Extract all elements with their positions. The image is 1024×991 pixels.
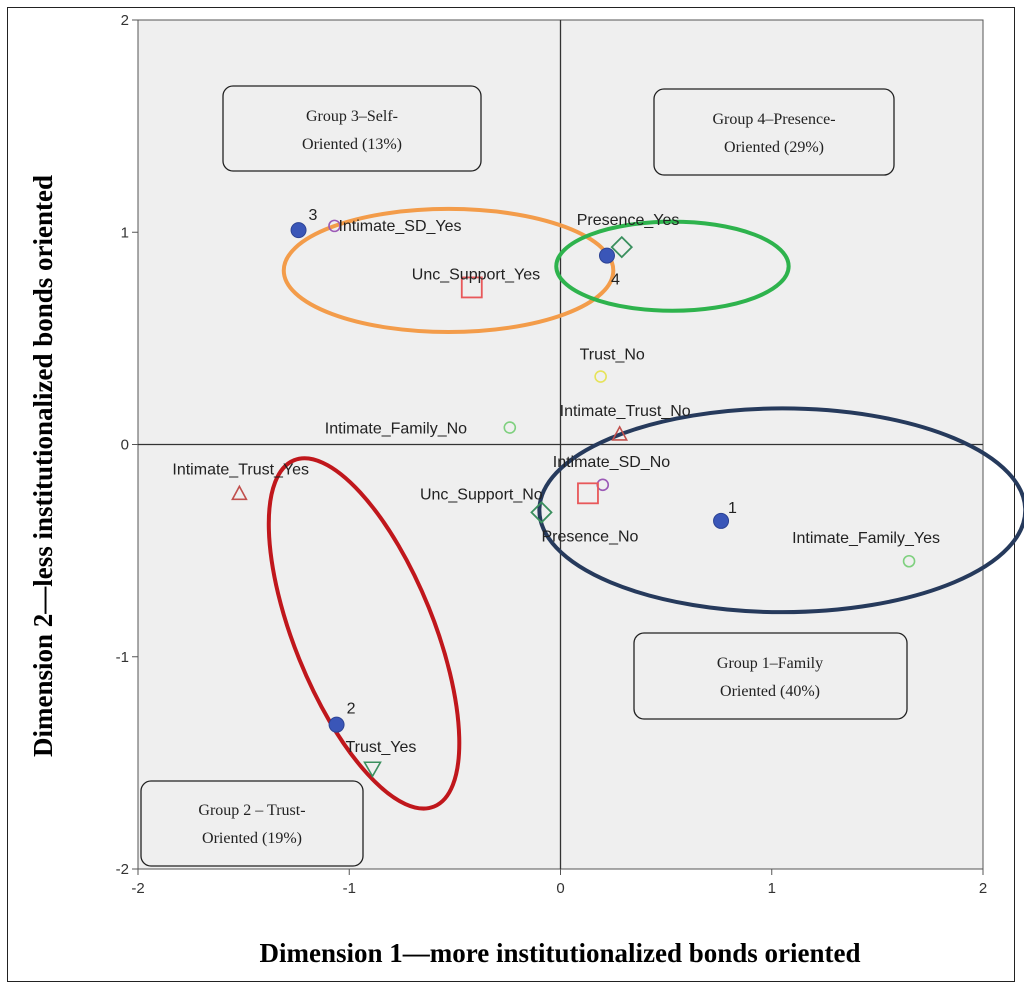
point-marker (594, 370, 607, 383)
y-tick-label: 0 (121, 437, 129, 454)
x-tick-label: -2 (131, 880, 144, 897)
x-tick-label: 0 (556, 880, 564, 897)
y-tick-label: 1 (121, 224, 129, 241)
group-box (222, 85, 482, 172)
point-label: Intimate_SD_Yes (338, 218, 461, 235)
point-marker (503, 421, 517, 434)
point-marker (611, 425, 628, 441)
x-tick-label: 1 (768, 880, 776, 897)
axes: -2 -1 0 1 2 -2 -1 0 1 2 (116, 12, 988, 897)
cluster-centroids: 1 2 3 4 (290, 207, 737, 733)
y-tick-label: 2 (121, 12, 129, 29)
group-box-line: Group 2 – Trust- (198, 802, 305, 819)
y-tick-label: -1 (116, 649, 129, 666)
cluster-centroid (598, 247, 615, 264)
group-box-line: Oriented (13%) (302, 136, 402, 153)
x-tick-label: -1 (343, 880, 356, 897)
cluster-centroid (713, 512, 730, 529)
point-marker (530, 501, 553, 524)
y-tick-label: -2 (116, 861, 129, 878)
group-box-line: Oriented (29%) (724, 139, 824, 156)
point-label: Trust_Yes (345, 739, 416, 756)
cluster-ellipses (266, 206, 1024, 811)
group-box (633, 632, 908, 720)
group-annotations: Group 3–Self- Oriented (13%) Group 4–Prese… (140, 85, 908, 867)
figure-frame (7, 7, 1015, 982)
x-axis-title: Dimension 1—more institutionalized bonds… (259, 938, 860, 968)
point-marker (577, 482, 599, 505)
y-axis-title: Dimension 2—less institutionalized bonds… (28, 175, 58, 757)
point-label: Unc_Support_Yes (412, 266, 540, 283)
cluster-label: 3 (309, 207, 318, 224)
point-label: Unc_Support_No (420, 486, 543, 503)
point-label: Intimate_Family_Yes (792, 530, 940, 547)
group-box-line: Oriented (40%) (720, 683, 820, 700)
cluster-ellipse (554, 219, 791, 313)
group-box-line: Oriented (19%) (202, 830, 302, 847)
cluster-ellipse (266, 456, 462, 811)
cluster-centroid (328, 716, 345, 733)
x-tick-label: 2 (979, 880, 987, 897)
cluster-label: 2 (347, 701, 356, 718)
point-label: Intimate_Trust_No (560, 403, 691, 420)
point-label: Presence_Yes (577, 212, 680, 229)
point-marker (363, 761, 382, 778)
cluster-label: 1 (728, 500, 737, 517)
group-box (140, 780, 364, 867)
point-marker (460, 276, 483, 299)
cluster-ellipse (537, 406, 1024, 615)
point-label: Presence_No (541, 528, 638, 545)
point-marker (328, 219, 341, 233)
cluster-ellipse (281, 206, 616, 335)
point-label: Intimate_Trust_Yes (172, 461, 309, 478)
point-label: Trust_No (580, 347, 645, 364)
group-box (653, 88, 895, 176)
point-label: Intimate_Family_No (325, 421, 467, 438)
group-box-line: Group 4–Presence- (712, 111, 835, 128)
cluster-label: 4 (611, 272, 620, 289)
cluster-centroid (290, 222, 307, 239)
group-box-line: Group 3–Self- (306, 108, 398, 125)
point-marker (231, 484, 248, 501)
point-marker (610, 235, 634, 259)
point-label: Intimate_SD_No (553, 454, 670, 471)
group-box-line: Group 1–Family (717, 655, 823, 672)
point-marker (902, 554, 916, 568)
